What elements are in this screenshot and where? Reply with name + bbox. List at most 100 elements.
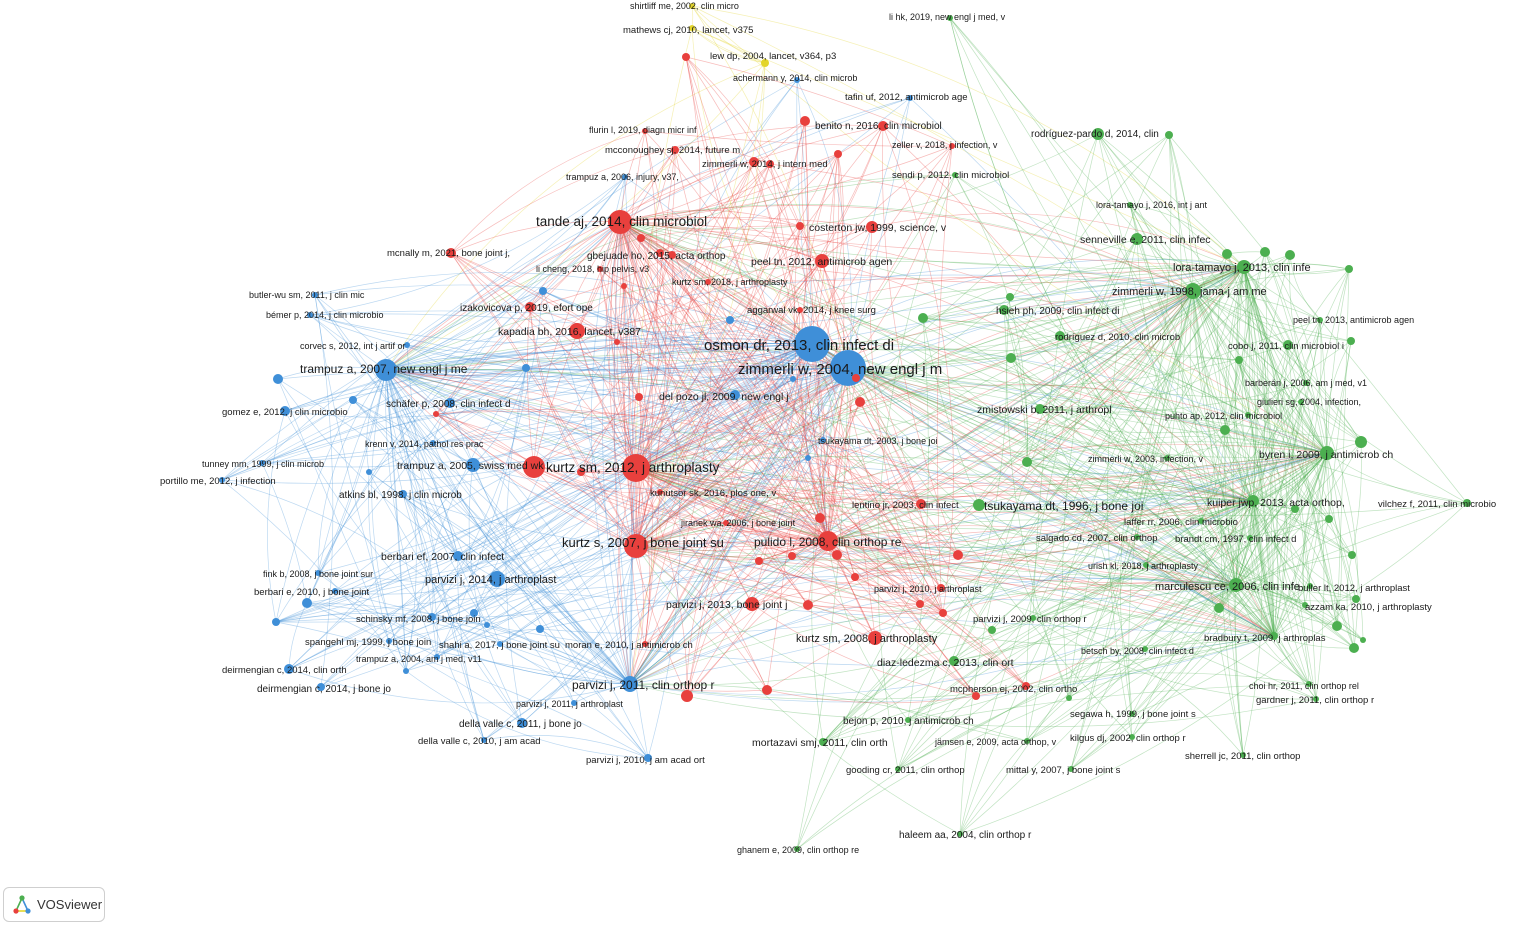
node-label[interactable]: berbari ef, 2007, clin infect <box>381 551 504 563</box>
publication-node[interactable] <box>1127 202 1133 208</box>
publication-node[interactable] <box>1006 293 1014 301</box>
publication-node[interactable] <box>800 116 810 126</box>
publication-node[interactable] <box>622 174 628 180</box>
publication-node[interactable] <box>366 469 372 475</box>
publication-node[interactable] <box>349 396 357 404</box>
node-label[interactable]: azzam ka, 2010, j arthroplasty <box>1305 602 1432 613</box>
publication-node[interactable] <box>466 458 480 472</box>
node-label[interactable]: achermann y, 2014, clin microb <box>733 73 857 83</box>
node-label[interactable]: zeller v, 2018, j infection, v <box>892 140 998 150</box>
node-label[interactable]: kurtz s, 2007, j bone joint su <box>562 535 724 550</box>
node-label[interactable]: portillo me, 2012, j infection <box>160 476 276 487</box>
publication-node[interactable] <box>428 613 436 621</box>
publication-node[interactable] <box>949 656 959 666</box>
node-label[interactable]: salgado cd, 2007, clin orthop <box>1036 533 1157 544</box>
publication-node[interactable] <box>895 766 901 772</box>
node-label[interactable]: berbari e, 2010, j bone joint <box>254 587 369 598</box>
publication-node[interactable] <box>1134 534 1140 540</box>
node-label[interactable]: kurtz sm, 2018, j arthroplasty <box>672 277 788 287</box>
publication-node[interactable] <box>1055 331 1065 341</box>
publication-node[interactable] <box>1129 734 1135 740</box>
node-label[interactable]: del pozo jl, 2009, new engl j <box>659 391 789 403</box>
publication-node[interactable] <box>878 121 888 131</box>
node-label[interactable]: benito n, 2016, clin microbiol <box>815 121 942 132</box>
publication-node[interactable] <box>1022 457 1032 467</box>
node-label[interactable]: zimmerli w, 1998, jama-j am me <box>1112 286 1267 298</box>
node-label[interactable]: li cheng, 2018, hip pelvis, v3 <box>536 264 649 274</box>
publication-node[interactable] <box>855 397 865 407</box>
node-label[interactable]: mortazavi smj, 2011, clin orth <box>752 737 888 749</box>
publication-node[interactable] <box>973 499 985 511</box>
publication-node[interactable] <box>953 550 963 560</box>
publication-node[interactable] <box>1030 615 1036 621</box>
publication-node[interactable] <box>949 143 955 149</box>
node-label[interactable]: osmon dr, 2013, clin infect di <box>704 337 894 354</box>
publication-node[interactable] <box>1143 562 1149 568</box>
publication-node[interactable] <box>1306 681 1312 687</box>
node-label[interactable]: spangehl mj, 1999, j bone join <box>305 637 431 648</box>
publication-node[interactable] <box>805 455 811 461</box>
publication-node[interactable] <box>766 160 774 168</box>
publication-node[interactable] <box>819 738 827 746</box>
publication-node[interactable] <box>453 551 463 561</box>
publication-node[interactable] <box>1270 632 1278 640</box>
node-label[interactable]: parvizi j, 2013, bone joint j <box>666 599 787 611</box>
publication-node[interactable] <box>1313 696 1319 702</box>
publication-node[interactable] <box>644 754 652 762</box>
publication-node[interactable] <box>682 53 690 61</box>
node-label[interactable]: deirmengian c, 2014, clin orth <box>222 665 347 676</box>
node-label[interactable]: jämsen e, 2009, acta orthop, v <box>934 737 1057 747</box>
node-label[interactable]: peel tn, 2012, antimicrob agen <box>751 256 892 268</box>
publication-node[interactable] <box>939 609 947 617</box>
publication-node[interactable] <box>1165 131 1173 139</box>
publication-node[interactable] <box>1332 621 1342 631</box>
node-label[interactable]: barberán j, 2006, am j med, v1 <box>1245 378 1367 388</box>
publication-node[interactable] <box>317 683 325 691</box>
publication-node[interactable] <box>788 552 796 560</box>
node-label[interactable]: parvizi j, 2011, clin orthop r <box>572 678 715 692</box>
publication-node[interactable] <box>818 531 838 551</box>
node-label[interactable]: tsukayama dt, 1996, j bone joi <box>984 499 1143 513</box>
publication-node[interactable] <box>689 25 695 31</box>
node-label[interactable]: tande aj, 2014, clin microbiol <box>536 214 707 229</box>
publication-node[interactable] <box>1348 551 1356 559</box>
publication-node[interactable] <box>470 609 478 617</box>
node-label[interactable]: butler-wu sm, 2011, j clin mic <box>249 290 365 300</box>
node-label[interactable]: cobo j, 2011, clin microbiol i <box>1228 341 1344 352</box>
publication-node[interactable] <box>219 477 225 483</box>
publication-node[interactable] <box>1237 260 1251 274</box>
publication-node[interactable] <box>430 440 436 446</box>
publication-node[interactable] <box>1285 250 1295 260</box>
publication-node[interactable] <box>1291 505 1299 513</box>
publication-node[interactable] <box>1164 455 1170 461</box>
publication-node[interactable] <box>868 631 882 645</box>
publication-node[interactable] <box>1222 249 1232 259</box>
node-label[interactable]: zimmerli w, 2014, j intern med <box>702 159 828 170</box>
publication-node[interactable] <box>445 398 455 408</box>
publication-node[interactable] <box>1298 399 1304 405</box>
publication-node[interactable] <box>790 376 796 382</box>
node-label[interactable]: corvec s, 2012, int j artif or <box>300 341 406 351</box>
publication-node[interactable] <box>952 172 958 178</box>
publication-node[interactable] <box>905 717 911 723</box>
node-label[interactable]: gbejuade ho, 2015, acta orthop <box>587 251 726 262</box>
node-label[interactable]: bradbury t, 2009, j arthroplas <box>1204 633 1326 644</box>
publication-node[interactable] <box>523 456 545 478</box>
publication-node[interactable] <box>1345 265 1353 273</box>
vosviewer-badge[interactable]: VOSviewer <box>3 887 105 922</box>
publication-node[interactable] <box>1142 646 1148 652</box>
node-label[interactable]: mcpherson ej, 2002, clin ortho <box>950 684 1077 695</box>
publication-node[interactable] <box>1068 766 1074 772</box>
node-label[interactable]: parvizi j, 2009, clin orthop r <box>973 614 1087 625</box>
publication-node[interactable] <box>404 342 410 348</box>
publication-node[interactable] <box>1235 356 1243 364</box>
publication-node[interactable] <box>624 534 648 558</box>
publication-node[interactable] <box>1307 583 1313 589</box>
publication-node[interactable] <box>622 454 650 482</box>
node-label[interactable]: li hk, 2019, new engl j med, v <box>889 12 1006 22</box>
publication-node[interactable] <box>851 573 859 581</box>
node-label[interactable]: parvizi j, 2010, j am acad ort <box>586 755 705 766</box>
publication-node[interactable] <box>1035 404 1045 414</box>
publication-node[interactable] <box>481 737 487 743</box>
